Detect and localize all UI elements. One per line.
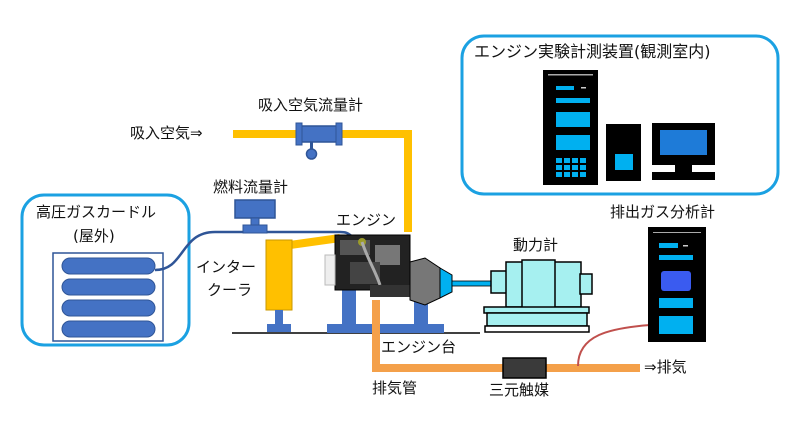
dynamometer-icon bbox=[483, 259, 593, 333]
monitor-icon bbox=[652, 123, 715, 180]
catalyst-label: 三元触媒 bbox=[489, 381, 550, 399]
intercooler-label-2: クーラ bbox=[207, 281, 253, 299]
intake-pipe bbox=[233, 130, 412, 232]
sensor-line bbox=[577, 324, 651, 367]
intake-air-label: 吸入空気⇒ bbox=[130, 124, 203, 142]
gas-cylinder-label: 高圧ガスカードル bbox=[36, 203, 157, 221]
dynamometer-label: 動力計 bbox=[513, 236, 559, 254]
exhaust-out-label: ⇒排気 bbox=[644, 358, 687, 376]
engine-stand-label: エンジン台 bbox=[381, 338, 457, 356]
gas-cylinder-location-label: (屋外) bbox=[73, 227, 115, 245]
exhaust-analyzer-label: 排出ガス分析計 bbox=[610, 203, 716, 221]
lab-equipment-frame bbox=[460, 34, 780, 196]
exhaust-analyzer-icon bbox=[648, 227, 706, 342]
intake-air-flowmeter-label: 吸入空気流量計 bbox=[258, 96, 364, 114]
gas-cylinder-frame bbox=[20, 193, 191, 347]
intercooler-stand-base bbox=[267, 324, 291, 332]
engine-label: エンジン bbox=[336, 211, 397, 229]
intercooler-pipe bbox=[289, 234, 341, 249]
desktop-unit-icon bbox=[606, 124, 641, 181]
engine-icon bbox=[324, 234, 453, 306]
gas-cylinders-icon bbox=[52, 252, 164, 342]
intercooler-icon bbox=[265, 239, 293, 311]
intercooler-stand bbox=[275, 310, 283, 325]
fuel-flowmeter-icon bbox=[234, 199, 276, 234]
lab-equipment-label: エンジン実験計測装置(観測室内) bbox=[474, 42, 711, 61]
exhaust-pipe bbox=[372, 300, 640, 372]
exhaust-pipe-label: 排気管 bbox=[372, 379, 418, 397]
fuel-flowmeter-label: 燃料流量計 bbox=[213, 178, 289, 196]
server-tower-icon bbox=[543, 70, 598, 185]
intake-air-flowmeter-icon bbox=[295, 122, 343, 160]
catalyst-icon bbox=[502, 357, 547, 379]
intercooler-label: インター bbox=[196, 258, 257, 276]
